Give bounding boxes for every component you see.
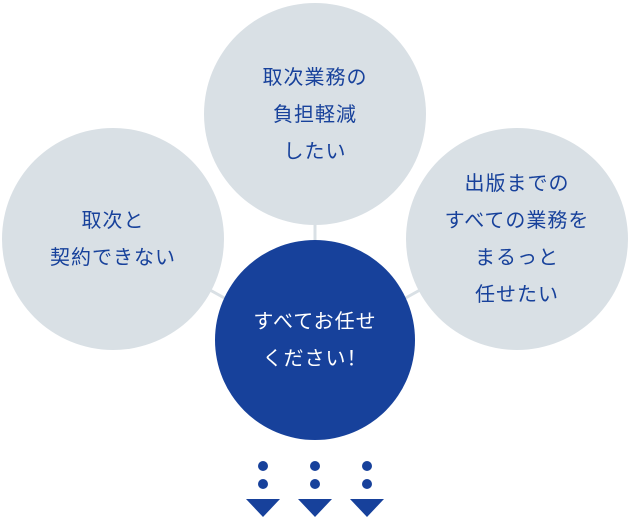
concern-circle-right: 出版までの すべての業務を まるっと 任せたい — [406, 128, 628, 350]
solution-circle: すべてお任せ ください！ — [215, 240, 415, 440]
down-arrow-icon — [246, 461, 280, 517]
down-arrow-icon — [298, 461, 332, 517]
concern-text-left: 取次と 契約できない — [50, 208, 176, 269]
concern-text-top: 取次業務の 負担軽減 したい — [262, 64, 368, 163]
down-arrow-icon — [350, 461, 384, 517]
concern-circle-top: 取次業務の 負担軽減 したい — [204, 3, 426, 225]
solution-text: すべてお任せ ください！ — [253, 309, 377, 370]
concern-circle-left: 取次と 契約できない — [2, 128, 224, 350]
concern-text-right: 出版までの すべての業務を まるっと 任せたい — [444, 171, 590, 306]
